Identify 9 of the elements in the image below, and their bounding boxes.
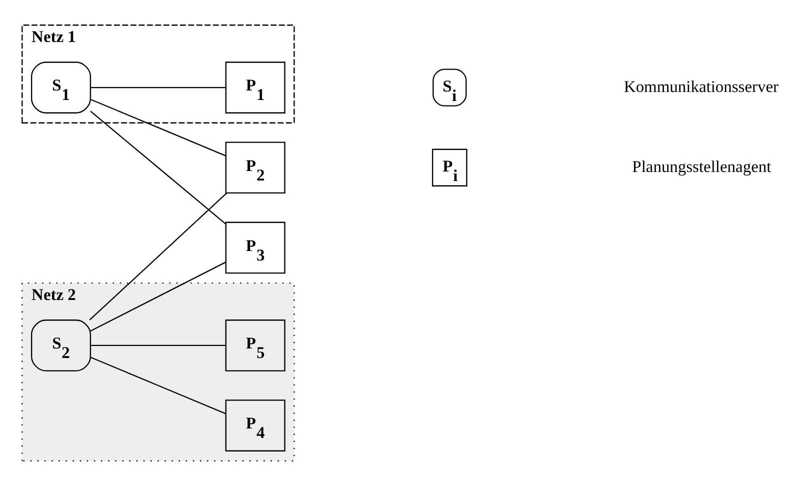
connector — [90, 98, 226, 156]
legend-label: Planungsstellenagent — [632, 156, 772, 176]
connector — [90, 86, 226, 88]
legend-label: Kommunikationsserver — [624, 76, 779, 96]
connector — [90, 262, 226, 332]
connector — [89, 192, 228, 320]
connector — [90, 344, 226, 346]
connector — [90, 110, 226, 224]
connector — [90, 356, 226, 414]
